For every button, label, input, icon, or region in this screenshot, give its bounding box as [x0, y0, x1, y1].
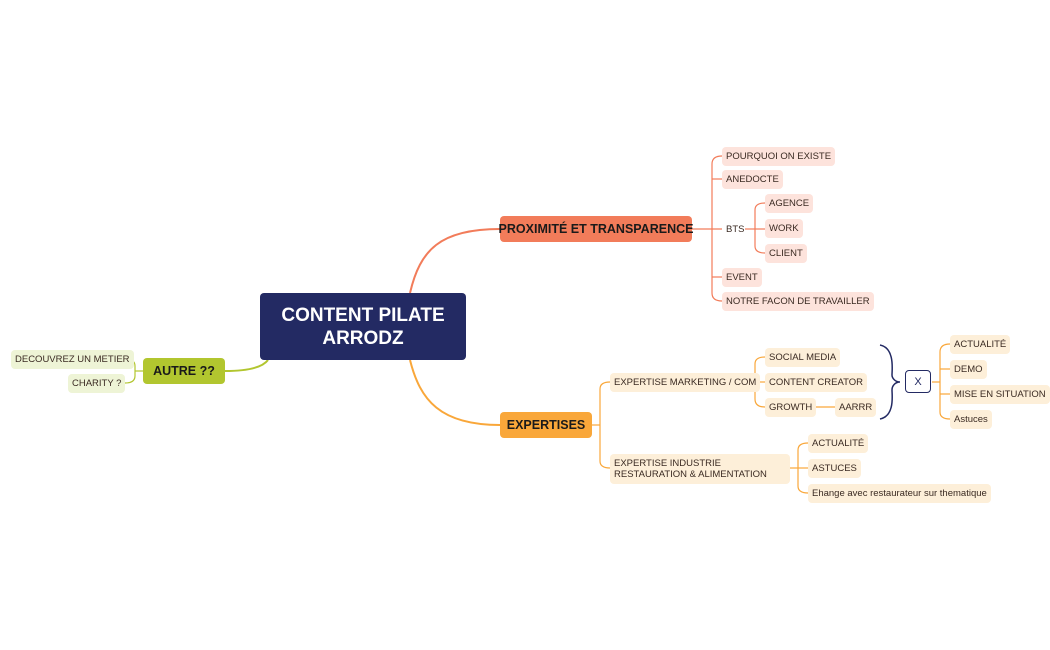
- subtopic-demo[interactable]: DEMO: [950, 360, 987, 379]
- subtopic-expertise-industrie[interactable]: EXPERTISE INDUSTRIE RESTAURATION & ALIME…: [610, 454, 790, 484]
- subtopic-industrie-actualite[interactable]: ACTUALITÉ: [808, 434, 869, 453]
- subtopic-bts-client[interactable]: CLIENT: [765, 244, 807, 263]
- link-root-expertises: [409, 359, 501, 426]
- subtopic-bts-work[interactable]: WORK: [765, 219, 803, 238]
- subtopic-bts[interactable]: BTS: [726, 224, 745, 235]
- subtopic-pourquoi[interactable]: POURQUOI ON EXISTE: [722, 147, 836, 166]
- subtopic-industrie-astuces[interactable]: ASTUCES: [808, 459, 861, 478]
- subtopic-anecdote[interactable]: ANEDOCTE: [722, 170, 783, 189]
- topic-proximite-transparence[interactable]: PROXIMITÉ ET TRANSPARENCE: [499, 216, 693, 242]
- subtopic-decouvrez-metier[interactable]: DECOUVREZ UN METIER: [11, 350, 134, 369]
- subtopic-social-media[interactable]: SOCIAL MEDIA: [765, 348, 841, 367]
- subtopic-astuces[interactable]: Astuces: [950, 410, 992, 429]
- subtopic-expertise-marketing[interactable]: EXPERTISE MARKETING / COM: [610, 373, 761, 392]
- summary-x[interactable]: X: [905, 370, 931, 393]
- subtopic-mise-en-situation[interactable]: MISE EN SITUATION: [950, 385, 1050, 404]
- subtopic-aarrr[interactable]: AARRR: [835, 398, 877, 417]
- link-root-proximite: [409, 228, 501, 294]
- subtopic-event[interactable]: EVENT: [722, 268, 762, 287]
- subtopic-growth[interactable]: GROWTH: [765, 398, 817, 417]
- subtopic-industrie-echange[interactable]: Ehange avec restaurateur sur thematique: [808, 484, 991, 503]
- brace-shape: [879, 344, 901, 420]
- subtopic-bts-agence[interactable]: AGENCE: [765, 194, 814, 213]
- subtopic-charity[interactable]: CHARITY ?: [68, 374, 126, 393]
- link-root-autre: [224, 359, 269, 372]
- topic-expertises[interactable]: EXPERTISES: [500, 412, 592, 438]
- subtopic-actualite[interactable]: ACTUALITÉ: [950, 335, 1011, 354]
- topic-autre[interactable]: AUTRE ??: [143, 358, 225, 384]
- subtopic-facon[interactable]: NOTRE FACON DE TRAVAILLER: [722, 292, 874, 311]
- root-topic[interactable]: CONTENT PILATE ARRODZ: [260, 293, 466, 360]
- subtopic-content-creator[interactable]: CONTENT CREATOR: [765, 373, 867, 392]
